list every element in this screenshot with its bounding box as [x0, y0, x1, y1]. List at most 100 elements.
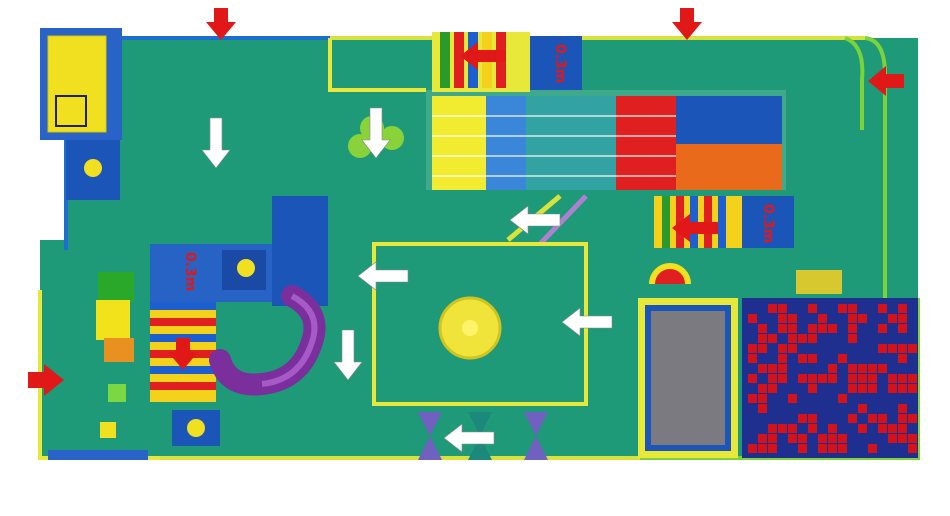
ball-pit-ball: [878, 414, 887, 423]
white-dashed-arrow-icon: [361, 107, 391, 159]
ball-pit-ball: [908, 434, 917, 443]
ball-pit-ball: [798, 334, 807, 343]
ball-pit-ball: [768, 374, 777, 383]
ball-pit-ball: [898, 344, 907, 353]
ball-pit-ball: [848, 334, 857, 343]
ball-pit-ball: [808, 324, 817, 333]
ball-pit-ball: [858, 424, 867, 433]
ball-pit-ball: [808, 304, 817, 313]
ball-pit-ball: [868, 374, 877, 383]
ball-pit-ball: [788, 434, 797, 443]
ball-pit: [742, 270, 918, 458]
ball-pit-ball: [898, 404, 907, 413]
red-arrow-icon: [868, 66, 904, 96]
ball-pit-ball: [888, 374, 897, 383]
red-arrow-icon: [168, 338, 198, 370]
ball-pit-ball: [798, 444, 807, 453]
height-label: 0.3m: [760, 204, 776, 243]
ball-pit-ball: [878, 424, 887, 433]
ball-pit-ball: [878, 364, 887, 373]
ball-pit-ball: [808, 384, 817, 393]
ball-pit-ball: [778, 354, 787, 363]
ball-pit-ball: [778, 364, 787, 373]
ball-pit-ball: [798, 414, 807, 423]
ball-pit-ball: [768, 434, 777, 443]
ball-pit-ball: [908, 444, 917, 453]
ball-pit-ball: [758, 404, 767, 413]
spiral-slide: [209, 285, 326, 396]
ball-pit-ball: [848, 384, 857, 393]
ball-pit-ball: [768, 424, 777, 433]
tower-center-left: [150, 196, 328, 446]
floor-left-bay: [40, 240, 74, 458]
ball-pit-ball: [778, 374, 787, 383]
ball-pit-ball: [808, 334, 817, 343]
ball-pit-ball: [868, 384, 877, 393]
ball-pit-ball: [818, 444, 827, 453]
ball-pit-ball: [858, 314, 867, 323]
hourglass-post-icon: [468, 412, 492, 460]
ball-pit-ball: [828, 364, 837, 373]
ball-pit-ball: [868, 364, 877, 373]
ball-pit-ball: [898, 384, 907, 393]
ball-pit-ball: [868, 414, 877, 423]
ball-pit-ball: [888, 424, 897, 433]
ball-pit-ball: [748, 354, 757, 363]
ball-pit-ball: [818, 374, 827, 383]
ball-pit-ball: [798, 374, 807, 383]
ball-pit-ball: [768, 304, 777, 313]
ball-pit-ball: [878, 344, 887, 353]
ball-pit-ball: [778, 344, 787, 353]
ball-pit-ball: [908, 374, 917, 383]
ball-pit-ball: [788, 344, 797, 353]
ball-pit-ball: [838, 394, 847, 403]
ball-pit-ball: [848, 314, 857, 323]
ball-pit-ball: [798, 434, 807, 443]
ball-pit-ball: [748, 344, 757, 353]
height-label: 0.3m: [182, 252, 198, 291]
ball-pit-ball: [858, 374, 867, 383]
ball-pit-ball: [848, 374, 857, 383]
ball-pit-ball: [808, 354, 817, 363]
ball-pit-ball: [908, 344, 917, 353]
ball-pit-ball: [748, 314, 757, 323]
ball-pit-ball: [898, 304, 907, 313]
ball-pit-ball: [848, 324, 857, 333]
tower-top-left: [40, 28, 122, 200]
ball-pit-ball: [758, 334, 767, 343]
trampoline: [638, 263, 738, 458]
ball-pit-ball: [758, 444, 767, 453]
ball-pit-ball: [838, 354, 847, 363]
ball-pit-ball: [788, 334, 797, 343]
ball-pit-ball: [908, 384, 917, 393]
ball-pit-ball: [878, 324, 887, 333]
red-arrow-icon: [460, 42, 506, 70]
ball-pit-ball: [828, 444, 837, 453]
ball-pit-ball: [808, 424, 817, 433]
ball-pit-ball: [778, 304, 787, 313]
ball-pit-ball: [818, 434, 827, 443]
ball-pit-ball: [888, 384, 897, 393]
red-arrow-icon: [28, 364, 64, 396]
white-dashed-arrow-icon: [561, 307, 613, 337]
ball-pit-ball: [788, 314, 797, 323]
ball-pit-ball: [908, 414, 917, 423]
entry-arrows: [28, 8, 904, 396]
ball-pit-ball: [878, 304, 887, 313]
ball-pit-ball: [898, 424, 907, 433]
ball-pit-ball: [828, 374, 837, 383]
ball-pit-ball: [788, 324, 797, 333]
ball-pit-ball: [898, 374, 907, 383]
ball-pit-ball: [788, 394, 797, 403]
ball-pit-ball: [848, 304, 857, 313]
ball-pit-ball: [898, 354, 907, 363]
ball-pit-ball: [748, 394, 757, 403]
ball-pit-ball: [798, 354, 807, 363]
red-arrow-icon: [672, 8, 702, 40]
ball-pit-ball: [858, 404, 867, 413]
hourglass-posts: [418, 412, 548, 460]
red-arrow-icon: [672, 214, 718, 242]
white-dashed-arrow-icon: [333, 329, 363, 381]
slide-complex: [426, 32, 786, 190]
